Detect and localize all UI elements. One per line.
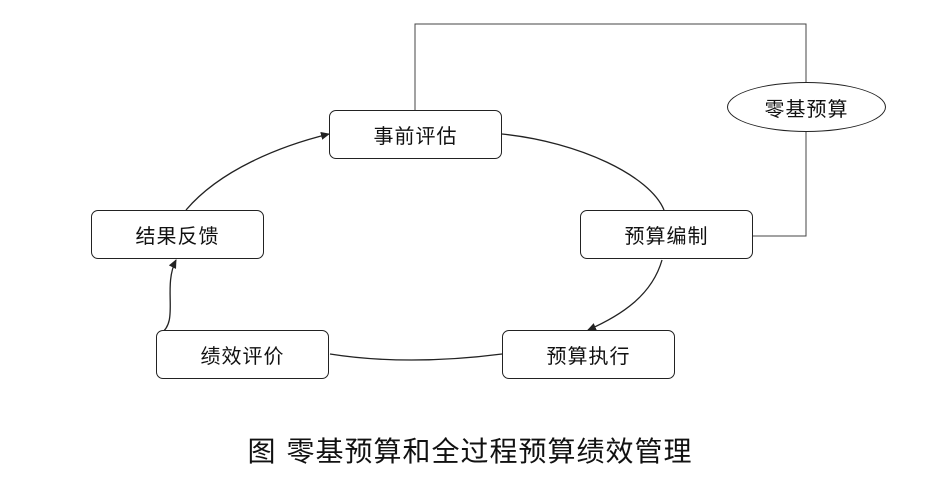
arrow-preparation-to-execution: [587, 259, 663, 331]
node-budget-preparation-label: 预算编制: [624, 224, 709, 248]
arrow-execution-to-evaluation: [329, 353, 503, 361]
arrow-feedback-to-pre-assessment: [185, 132, 330, 211]
node-budget-execution: 预算执行: [502, 330, 675, 379]
node-performance-evaluation: 绩效评价: [156, 330, 329, 379]
node-budget-execution-label: 预算执行: [546, 344, 631, 368]
figure-caption: 图 零基预算和全过程预算绩效管理: [247, 435, 693, 468]
node-pre-assessment: 事前评估: [329, 110, 502, 159]
node-result-feedback-label: 结果反馈: [135, 224, 220, 248]
node-budget-preparation: 预算编制: [580, 210, 753, 259]
node-pre-assessment-label: 事前评估: [373, 124, 458, 148]
zero-based-top-line: [414, 23, 807, 110]
node-result-feedback: 结果反馈: [91, 210, 264, 259]
node-zero-based-budget: 零基预算: [727, 82, 886, 132]
arrow-evaluation-to-feedback: [159, 259, 177, 335]
node-zero-based-budget-label: 零基预算: [764, 96, 849, 121]
node-performance-evaluation-label: 绩效评价: [200, 344, 285, 368]
zero-based-feedback-line: [752, 132, 807, 237]
arrow-pre-assessment-to-preparation: [501, 133, 665, 211]
